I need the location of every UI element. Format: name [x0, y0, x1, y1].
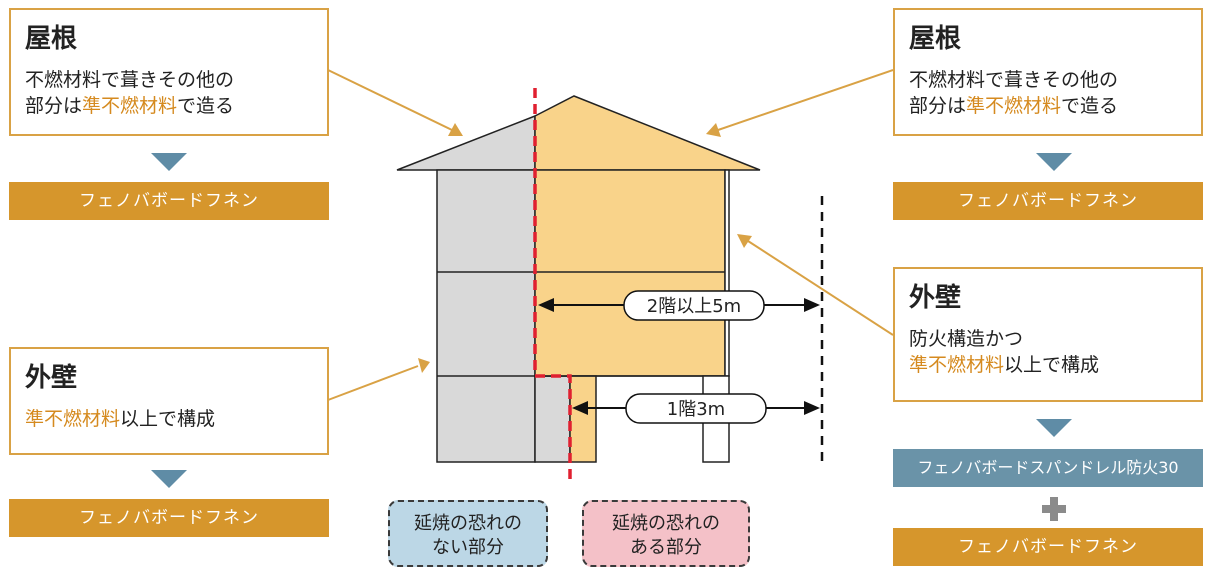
left-roof-desc: 不燃材料で葺きその他の 部分は準不燃材料で造る — [25, 67, 313, 119]
callout-arrow-right-roof — [717, 69, 894, 131]
left-roof-line2-pre: 部分は — [25, 95, 83, 118]
right-roof-box: 屋根 不燃材料で葺きその他の 部分は準不燃材料で造る — [893, 8, 1203, 136]
left-wall-title: 外壁 — [25, 363, 78, 393]
right-roof-line2: 部分は準不燃材料で造る — [909, 93, 1187, 119]
legend-risk-line2: ある部分 — [630, 537, 702, 559]
right-wall-line2-highlight: 準不燃材料 — [909, 354, 1005, 377]
dim-upper-label: 2階以上5m — [647, 296, 741, 317]
left-roof-line2-post: で造る — [177, 95, 235, 118]
left-wall-highlight: 準不燃材料 — [25, 408, 121, 431]
left-roof-line1: 不燃材料で葺きその他の — [25, 69, 235, 92]
right-wall-product-band-funen: フェノバボードフネン — [893, 528, 1203, 566]
callout-arrow-left-roof — [327, 69, 453, 131]
right-wall-desc: 防火構造かつ 準不燃材料以上で構成 — [909, 326, 1187, 378]
plus-icon — [1042, 497, 1066, 521]
right-roof-line2-post: で造る — [1061, 95, 1119, 118]
right-roof-line1: 不燃材料で葺きその他の — [909, 69, 1119, 92]
callout-arrowhead-right-roof — [706, 123, 721, 137]
right-wall-title: 外壁 — [909, 283, 962, 313]
dim-lower-arrow-left — [572, 401, 588, 415]
legend-no-risk-line1: 延焼の恐れの — [414, 513, 522, 534]
roof-gray-part — [396, 114, 536, 171]
left-roof-title: 屋根 — [25, 24, 78, 54]
left-wall-box: 外壁 準不燃材料以上で構成 — [9, 347, 329, 455]
right-wall-line1: 防火構造かつ — [909, 328, 1024, 351]
left-wall-product-band: フェノバボードフネン — [9, 499, 329, 537]
callout-arrowhead-right-wall — [737, 234, 752, 248]
right-roof-product-band: フェノバボードフネン — [893, 182, 1203, 220]
callout-arrowhead-left-roof — [448, 123, 463, 136]
right-wall-product-band-spandrel: フェノバボードスパンドレル防火30 — [893, 449, 1203, 487]
wall-orange-lower — [569, 375, 597, 463]
right-roof-down-triangle-icon — [1036, 153, 1072, 171]
right-wall-box: 外壁 防火構造かつ 準不燃材料以上で構成 — [893, 267, 1203, 402]
left-wall-desc: 準不燃材料以上で構成 — [25, 406, 313, 432]
roof-orange-part — [534, 95, 761, 171]
left-roof-line2-highlight: 準不燃材料 — [82, 95, 178, 118]
wall-gray-lower — [534, 375, 571, 463]
right-wall-line2-post: 以上で構成 — [1004, 354, 1100, 377]
legend-no-risk: 延焼の恐れの ない部分 — [388, 500, 548, 567]
fire-spread-boundary — [533, 88, 572, 482]
left-roof-product-band: フェノバボードフネン — [9, 182, 329, 220]
callout-arrow-left-wall — [327, 365, 419, 401]
dim-upper-pill — [623, 290, 765, 321]
wall-gray-part — [436, 169, 536, 463]
right-roof-desc: 不燃材料で葺きその他の 部分は準不燃材料で造る — [909, 67, 1187, 119]
dim-lower-label: 1階3m — [667, 399, 725, 420]
dim-upper-arrow-left — [538, 298, 554, 312]
callout-arrow-right-wall — [747, 240, 894, 336]
left-roof-down-triangle-icon — [151, 153, 187, 171]
dim-lower-arrow-right — [804, 401, 820, 415]
callout-arrowhead-left-wall — [418, 358, 430, 373]
dim-upper-arrow-right — [804, 298, 820, 312]
left-wall-desc-post: 以上で構成 — [120, 408, 216, 431]
left-wall-down-triangle-icon — [151, 470, 187, 488]
right-roof-line2-highlight: 準不燃材料 — [966, 95, 1062, 118]
right-wall-line2: 準不燃材料以上で構成 — [909, 352, 1187, 378]
left-roof-line2: 部分は準不燃材料で造る — [25, 93, 313, 119]
right-roof-line2-pre: 部分は — [909, 95, 967, 118]
legend-risk: 延焼の恐れの ある部分 — [582, 500, 750, 567]
right-side-wall — [724, 169, 730, 377]
left-roof-box: 屋根 不燃材料で葺きその他の 部分は準不燃材料で造る — [9, 8, 329, 136]
right-roof-title: 屋根 — [909, 24, 962, 54]
legend-no-risk-line2: ない部分 — [432, 537, 504, 559]
legend-risk-line1: 延焼の恐れの — [612, 513, 720, 534]
wall-orange-upper — [534, 169, 726, 377]
right-wall-down-triangle-icon — [1036, 419, 1072, 437]
dim-lower-pill — [625, 393, 767, 424]
